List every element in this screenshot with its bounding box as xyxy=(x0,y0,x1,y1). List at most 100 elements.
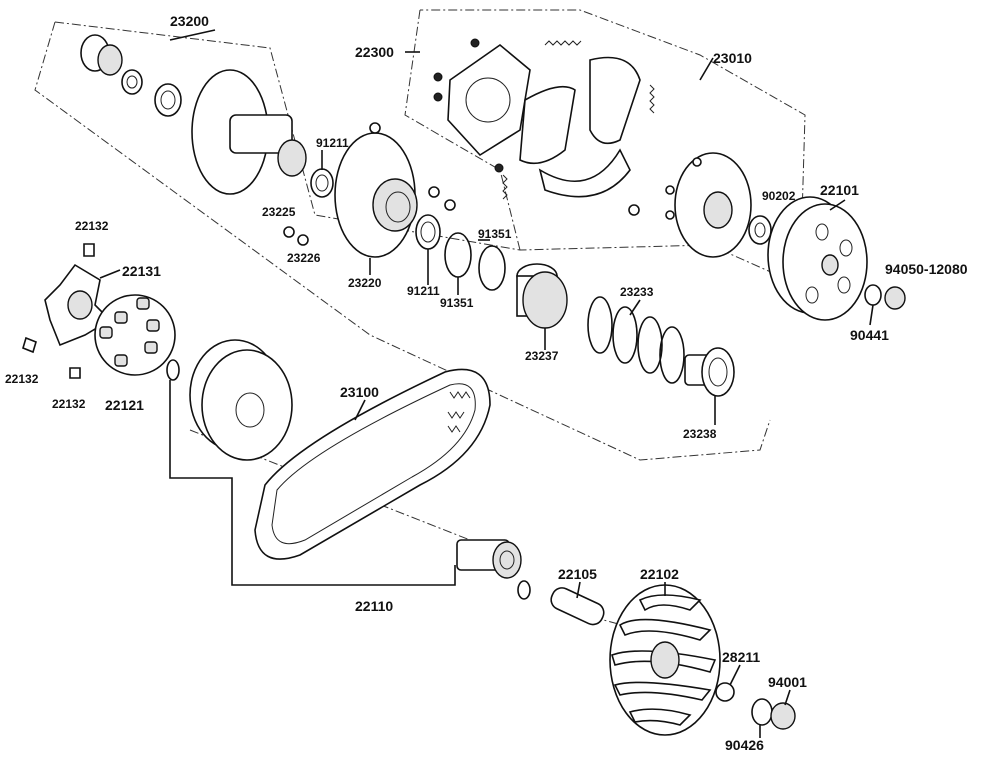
nut-a xyxy=(470,38,480,48)
leader-22110-bracket xyxy=(169,380,456,586)
leader-94001 xyxy=(784,689,791,706)
nut-d xyxy=(494,163,504,173)
spring-coil-4 xyxy=(659,326,685,384)
clutch-outer-hole-4 xyxy=(805,286,819,304)
v-belt-outer xyxy=(254,368,491,560)
stud-a xyxy=(692,157,702,167)
label-22110: 22110 xyxy=(355,598,393,614)
label-22131: 22131 xyxy=(122,263,161,279)
pin-b xyxy=(428,186,440,198)
slider-22132-b xyxy=(22,336,37,354)
drive-face-assembly xyxy=(189,339,531,600)
label-91351-a: 91351 xyxy=(478,227,512,241)
nut-90202-inner xyxy=(754,222,766,238)
label-23220: 23220 xyxy=(348,276,382,290)
clutch-group-outline xyxy=(54,9,806,286)
sliding-driven-face xyxy=(283,122,506,291)
bearing-small-inner xyxy=(126,75,138,89)
spring-coil-2 xyxy=(612,306,638,364)
nut-b xyxy=(433,72,443,82)
guide-roller-23226 xyxy=(297,234,309,246)
drive-plate-hub xyxy=(703,191,733,229)
ramp-plate-assembly xyxy=(22,243,180,381)
nut-94001 xyxy=(770,702,796,730)
label-94001: 94001 xyxy=(768,674,807,690)
washer-90441 xyxy=(864,284,882,306)
stud-b xyxy=(665,185,675,195)
label-22132-top: 22132 xyxy=(75,219,109,233)
clutch-shoe-outline xyxy=(404,9,521,251)
v-belt-teeth xyxy=(447,391,471,433)
leader-22101 xyxy=(829,199,846,211)
nut-c xyxy=(433,92,443,102)
label-91351-b: 91351 xyxy=(440,296,474,310)
clutch-plate-center xyxy=(465,77,511,123)
slider-22132-c xyxy=(69,367,81,379)
part-labels: 23200 22300 23010 91211 23225 23226 2322… xyxy=(5,13,968,753)
label-90202: 90202 xyxy=(762,189,796,203)
label-22101: 22101 xyxy=(820,182,859,198)
leader-90441 xyxy=(869,304,874,326)
guide-pin-23225 xyxy=(283,226,295,238)
label-91211-a: 91211 xyxy=(316,136,349,150)
roller-2 xyxy=(114,311,128,324)
needle-bearing-inner xyxy=(315,174,329,192)
spring-seat-bore xyxy=(708,357,728,387)
washer-small xyxy=(628,204,640,216)
label-23010: 23010 xyxy=(713,50,752,66)
clutch-outer-assembly xyxy=(767,196,906,321)
oil-seal xyxy=(154,83,182,117)
label-28211: 28211 xyxy=(722,649,760,665)
label-23233: 23233 xyxy=(620,285,654,299)
label-22132-left: 22132 xyxy=(5,372,39,386)
crank-sleeve-end xyxy=(492,541,522,579)
o-ring-91351-b xyxy=(478,245,506,291)
star-washer-28211 xyxy=(715,682,735,702)
clutch-outer-hole-1 xyxy=(815,223,829,241)
spring-coil-1 xyxy=(587,296,613,354)
leader-22131 xyxy=(99,269,121,279)
oil-seal-inner xyxy=(160,90,176,110)
impeller-fin-5 xyxy=(628,708,692,726)
label-94050-12080: 94050-12080 xyxy=(885,261,968,277)
bearing-small xyxy=(121,69,143,95)
pin-c xyxy=(444,199,456,211)
collar-sleeve-face xyxy=(97,44,123,76)
driven-face-assembly xyxy=(80,34,334,198)
drive-face-front xyxy=(201,349,293,461)
clutch-plate xyxy=(447,43,531,157)
nut-90202 xyxy=(748,215,772,245)
roller-3 xyxy=(146,319,160,332)
roller-5 xyxy=(144,341,158,354)
fan-drive-assembly xyxy=(550,584,796,736)
collar-23237-front xyxy=(522,271,568,329)
drive-face-bore xyxy=(235,392,265,428)
clutch-shoe-left xyxy=(519,85,576,165)
label-23226: 23226 xyxy=(287,251,321,265)
clutch-spring-right xyxy=(649,84,655,114)
seal-91211-b xyxy=(415,214,441,250)
leader-23233 xyxy=(629,299,641,316)
label-91211-b: 91211 xyxy=(407,284,440,298)
label-22132-bottom: 22132 xyxy=(52,397,86,411)
label-22105: 22105 xyxy=(558,566,597,582)
leader-lines xyxy=(99,29,874,738)
impeller-fin-2 xyxy=(618,618,712,641)
label-22300: 22300 xyxy=(355,44,394,60)
pin-a xyxy=(369,122,381,134)
impeller-fin-1 xyxy=(638,594,702,612)
clutch-outer-hole-3 xyxy=(837,276,851,294)
leader-23010 xyxy=(699,57,714,81)
spring-seat-flange xyxy=(701,347,735,397)
stud-c xyxy=(665,210,675,220)
spring-and-collar xyxy=(516,263,735,397)
nut-94050 xyxy=(884,286,906,310)
label-23225: 23225 xyxy=(262,205,296,219)
guide-line-crankshaft xyxy=(189,429,471,541)
driven-face-hub xyxy=(229,114,293,154)
impeller-hub xyxy=(650,641,680,679)
needle-bearing xyxy=(310,168,334,198)
crank-sleeve-bore xyxy=(499,550,515,570)
ramp-plate-hub xyxy=(67,290,93,320)
label-22102: 22102 xyxy=(640,566,679,582)
